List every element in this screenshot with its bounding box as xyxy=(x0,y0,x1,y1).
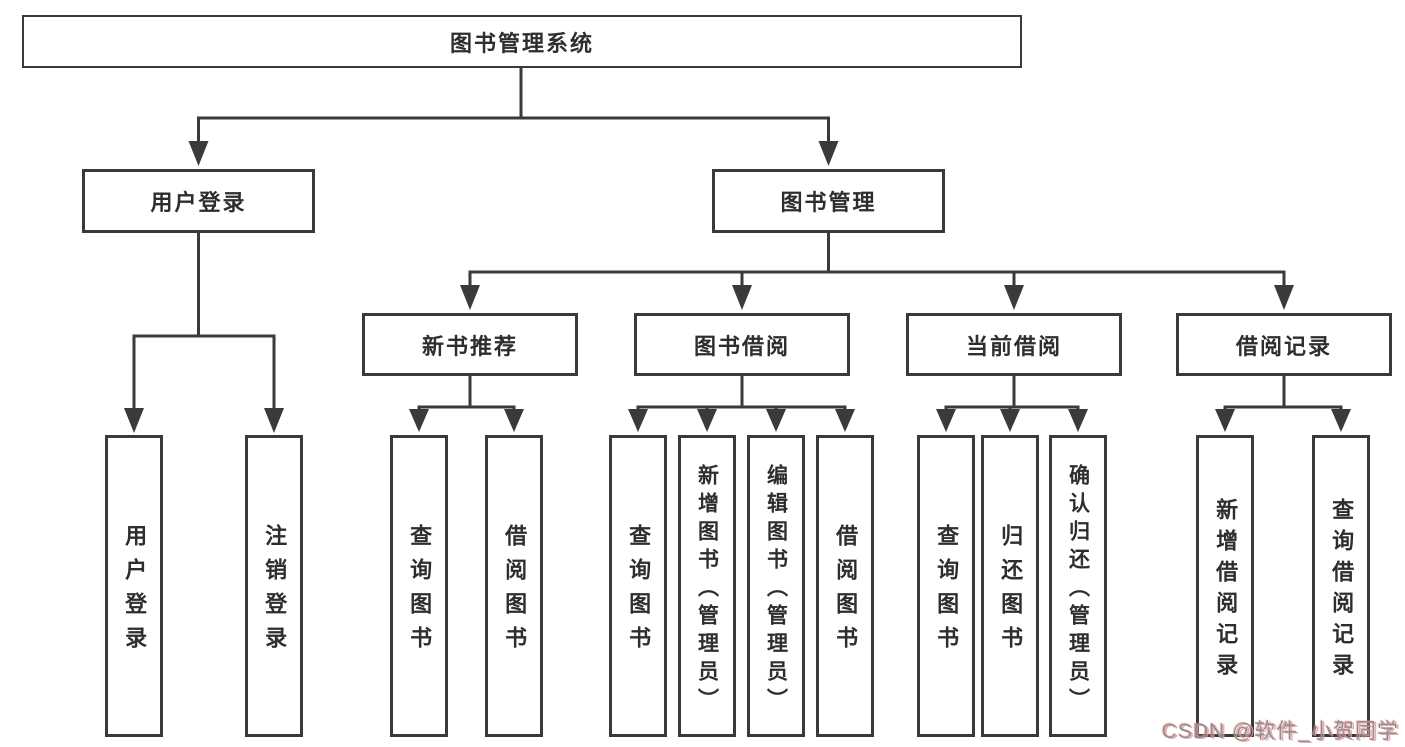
node-label: 用户登录 xyxy=(150,190,247,215)
node-label: 图书管理系统 xyxy=(449,30,594,56)
node-book-borrowing: 图书借阅 xyxy=(634,313,850,376)
node-user-login: 用户登录 xyxy=(82,169,315,233)
leaf-edit-book-admin: 编辑图书（管理员） xyxy=(747,435,805,737)
node-borrow-records: 借阅记录 xyxy=(1176,313,1392,376)
node-label: 编辑图书（管理员） xyxy=(764,463,788,716)
node-library-system: 图书管理系统 xyxy=(22,15,1022,68)
node-label: 查询借阅记录 xyxy=(1329,497,1355,684)
leaf-query-books-recommend: 查询图书 xyxy=(390,435,448,737)
node-label: 查询图书 xyxy=(934,524,960,660)
node-label: 新增图书（管理员） xyxy=(695,463,719,716)
leaf-add-borrow-record: 新增借阅记录 xyxy=(1196,435,1254,737)
leaf-logout: 注销登录 xyxy=(245,435,303,737)
node-label: 当前借阅 xyxy=(965,333,1062,359)
node-label: 确认归还（管理员） xyxy=(1066,463,1090,716)
leaf-confirm-return-admin: 确认归还（管理员） xyxy=(1049,435,1107,737)
leaf-borrow-books-borrowing: 借阅图书 xyxy=(816,435,874,737)
node-label: 借阅图书 xyxy=(502,524,528,660)
leaf-add-book-admin: 新增图书（管理员） xyxy=(678,435,736,737)
arrowhead-icons xyxy=(124,141,1351,433)
leaf-query-books-current: 查询图书 xyxy=(917,435,975,737)
node-label: 新增借阅记录 xyxy=(1213,497,1239,684)
node-label: 注销登录 xyxy=(262,524,288,660)
leaf-query-borrow-record: 查询借阅记录 xyxy=(1312,435,1370,737)
leaf-return-book: 归还图书 xyxy=(981,435,1039,737)
leaf-borrow-books-recommend: 借阅图书 xyxy=(485,435,543,737)
node-new-book-recommend: 新书推荐 xyxy=(362,313,578,376)
node-label: 借阅记录 xyxy=(1235,333,1332,359)
node-label: 用户登录 xyxy=(122,524,148,660)
node-label: 归还图书 xyxy=(998,524,1024,660)
csdn-watermark: CSDN @软件_小贺同学 xyxy=(1161,720,1399,743)
node-label: 查询图书 xyxy=(407,524,433,660)
leaf-query-books-borrowing: 查询图书 xyxy=(609,435,667,737)
leaf-user-login: 用户登录 xyxy=(105,435,163,737)
node-label: 新书推荐 xyxy=(421,333,518,359)
node-label: 图书借阅 xyxy=(693,333,790,359)
node-label: 图书管理 xyxy=(780,190,877,215)
node-current-borrowing: 当前借阅 xyxy=(906,313,1122,376)
node-book-management: 图书管理 xyxy=(712,169,945,233)
node-label: 查询图书 xyxy=(626,524,652,660)
node-label: 借阅图书 xyxy=(833,524,859,660)
